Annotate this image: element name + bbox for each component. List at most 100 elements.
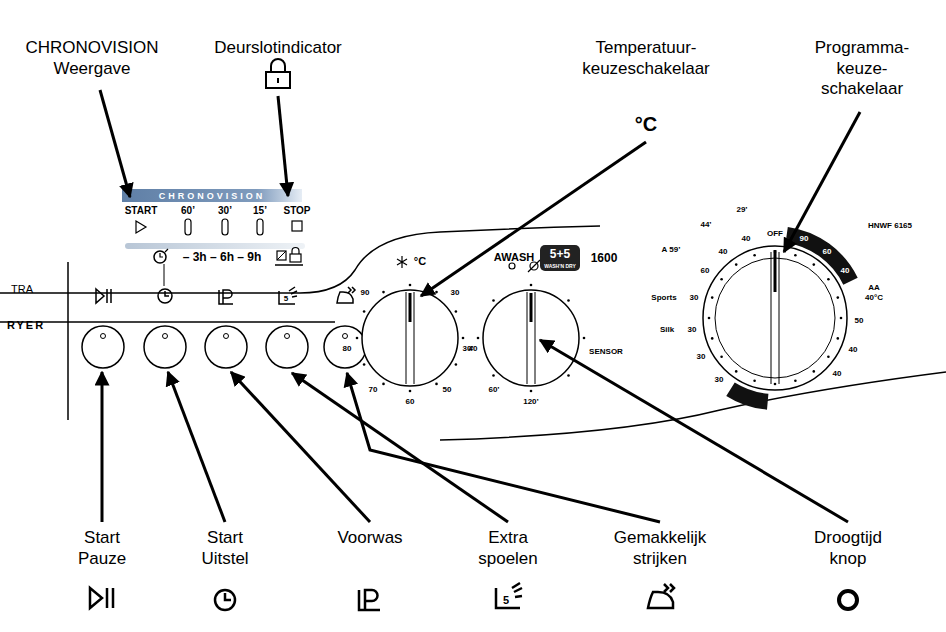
- svg-part: [356, 284, 465, 393]
- panel-shape: [266, 72, 290, 88]
- panel-stroke: [731, 389, 768, 402]
- panel-circle: [205, 326, 247, 368]
- panel-stroke: [784, 112, 860, 252]
- panel-circle: [455, 363, 458, 366]
- panel-circle: [720, 278, 723, 281]
- panel-circle: [840, 317, 843, 320]
- delay-hours: – 3h – 6h – 9h: [183, 250, 262, 265]
- panel-circle: [711, 296, 714, 299]
- panel-circle: [583, 337, 586, 340]
- panel-stroke: [164, 264, 165, 286]
- panel-circle: [839, 591, 857, 609]
- panel-circle: [215, 590, 235, 610]
- panel-shape: [292, 221, 302, 231]
- panel-circle: [363, 310, 366, 313]
- panel-text: RYER: [7, 319, 45, 332]
- callout-label: Temperatuur- keuzeschakelaar: [561, 38, 731, 79]
- display-mark: START: [125, 205, 158, 217]
- panel-stroke: [348, 287, 355, 293]
- panel-shape: [222, 219, 228, 235]
- dial-number: 30: [688, 325, 697, 335]
- dial-number: 70: [369, 385, 378, 395]
- callout-label: Start Uitstel: [189, 528, 261, 569]
- program-name: Silk: [660, 325, 674, 335]
- program-time: 29’: [736, 205, 747, 215]
- panel-circle: [509, 263, 515, 269]
- panel-circle: [794, 254, 797, 257]
- dial-number: 60: [406, 397, 415, 407]
- panel-stroke: [168, 372, 225, 522]
- panel-stroke: [100, 90, 130, 197]
- panel-circle: [735, 263, 738, 266]
- panel-stroke: [292, 373, 508, 522]
- dial-number: 30: [690, 293, 699, 303]
- callout-label: CHRONOVISION Weergave: [17, 38, 167, 79]
- panel-stroke: [289, 287, 297, 297]
- panel-circle: [462, 337, 465, 340]
- panel-circle: [144, 326, 186, 368]
- display-mark: 15’: [253, 205, 267, 217]
- panel-circle: [362, 290, 458, 386]
- panel-circle: [813, 263, 816, 266]
- panel-stroke: [409, 293, 412, 322]
- program-name: Sports: [651, 293, 676, 303]
- brand-logo: 1600: [591, 251, 618, 266]
- panel-circle: [477, 337, 480, 340]
- panel-stroke: [101, 372, 104, 522]
- svg-part: [90, 583, 857, 610]
- panel-stroke: [165, 291, 169, 296]
- panel-circle: [753, 254, 756, 257]
- panel-circle: [455, 310, 458, 313]
- callout-label: Programma- keuze- schakelaar: [805, 38, 920, 100]
- panel-circle: [720, 356, 723, 359]
- panel-stroke: [225, 593, 231, 600]
- program-time: 44’: [700, 220, 711, 230]
- panel-stroke: [512, 583, 522, 597]
- panel-stroke: [67, 262, 69, 420]
- panel-circle: [163, 334, 168, 339]
- panel-circle: [530, 390, 533, 393]
- panel-circle: [492, 299, 495, 302]
- dial-number: 30: [451, 288, 460, 298]
- panel-circle: [774, 383, 777, 386]
- panel-circle: [735, 370, 738, 373]
- panel-stroke: [365, 590, 378, 610]
- brand-logo: 5+5: [550, 247, 570, 262]
- panel-circle: [567, 374, 570, 377]
- panel-stroke: [0, 321, 335, 323]
- panel-stroke: [527, 292, 535, 384]
- panel-circle: [409, 284, 412, 287]
- panel-shape: [540, 245, 580, 271]
- panel-stroke: [337, 292, 353, 303]
- dial-number: 40: [742, 234, 751, 244]
- dial-heading: °C: [414, 255, 426, 268]
- unit-symbol: °C: [635, 112, 657, 136]
- svg-part: [101, 334, 348, 339]
- panel-stroke: [136, 221, 146, 233]
- panel-circle: [435, 383, 438, 386]
- panel-stroke: [347, 373, 660, 522]
- dial-number: 120’: [523, 397, 539, 407]
- panel-stroke: [275, 264, 303, 266]
- dial-number: 40: [849, 345, 858, 355]
- dial-number: SENSOR: [589, 347, 623, 357]
- icon-digit: 5: [503, 594, 509, 607]
- svg-part: [708, 251, 843, 386]
- display-title: CHRONOVISION: [159, 190, 266, 201]
- panel-shape: [257, 219, 263, 235]
- panel-circle: [324, 326, 366, 368]
- panel-stroke: [223, 290, 232, 304]
- program-time: A 59’: [662, 245, 681, 255]
- panel-stroke: [664, 584, 674, 592]
- panel-shape: [125, 243, 305, 249]
- panel-stroke: [397, 256, 407, 268]
- panel-stroke: [107, 588, 113, 608]
- panel-stroke: [271, 59, 285, 72]
- panel-shape: [277, 251, 286, 260]
- svg-part: [82, 326, 366, 368]
- panel-stroke: [406, 292, 414, 384]
- icon-digit: 5: [284, 294, 288, 304]
- panel-circle: [753, 380, 756, 383]
- dial-number: 50: [855, 316, 864, 326]
